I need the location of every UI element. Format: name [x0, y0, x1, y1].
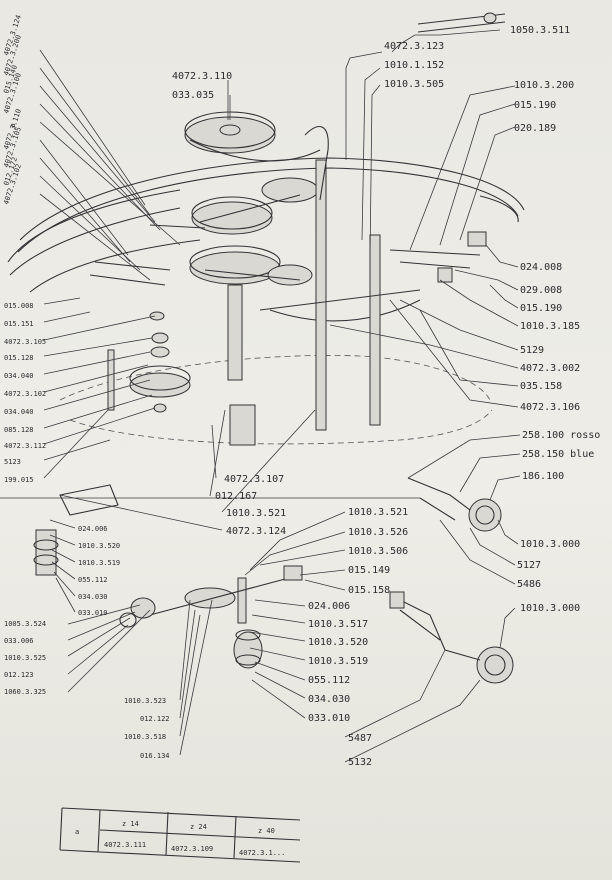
label-4072-3-107: 4072.3.107	[224, 474, 284, 485]
label-024-008: 024.008	[520, 262, 562, 273]
label-1010-3-520-b: 1010.3.520	[308, 637, 368, 648]
label-4072-3-102: 4072.3.102	[4, 390, 46, 398]
center-bottom-labels: 1010.3.523 012.122 1010.3.518 016.134	[124, 697, 170, 760]
label-024-006-b: 024.006	[308, 601, 350, 612]
center-lower-labels: 1010.3.521 1010.3.526 1010.3.506 015.149…	[308, 507, 408, 724]
right-lower-labels: 258.100 rosso 258.150 blue 186.100 1010.…	[517, 430, 600, 590]
label-012-122: 012.122	[140, 715, 170, 723]
label-055-112-a: 055.112	[78, 576, 108, 584]
mechanism-drawing	[0, 12, 525, 684]
label-055-112-b: 055.112	[308, 675, 350, 686]
label-4072-3-112: 4072.3.112	[4, 442, 46, 450]
label-034-030-a: 034.030	[78, 593, 108, 601]
label-015-151: 015.151	[4, 320, 34, 328]
label-015-158: 015.158	[348, 585, 390, 596]
label-034-030-b: 034.030	[308, 694, 350, 705]
label-035-158: 035.158	[520, 381, 562, 392]
label-4072-3-106: 4072.3.106	[520, 402, 580, 413]
label-033-035: 033.035	[172, 90, 214, 101]
label-1010-3-200: 1010.3.200	[514, 80, 574, 91]
label-1010-1-152: 1010.1.152	[384, 60, 444, 71]
label-1010-3-521-b: 1010.3.521	[348, 507, 408, 518]
leader-lines	[39, 29, 521, 763]
label-5132: 5132	[348, 757, 372, 768]
label-1010-3-526: 1010.3.526	[348, 527, 408, 538]
label-5486: 5486	[517, 579, 541, 590]
label-left-rot-5: a	[8, 122, 17, 128]
left-rotated-labels: 4072.3.124 4072.3.200 015.140 4072.3.100…	[2, 14, 23, 206]
label-015-190-a: 015.190	[514, 100, 556, 111]
right-top-labels: 1010.3.200 015.190 020.189	[514, 80, 574, 134]
label-4072-3-002: 4072.3.002	[520, 363, 580, 374]
label-258-150-blue: 258.150 blue	[522, 449, 594, 460]
label-012-123: 012.123	[4, 671, 34, 679]
label-024-006-a: 024.006	[78, 525, 108, 533]
label-1005-3-524: 1005.3.524	[4, 620, 46, 628]
label-034-040-a: 034.040	[4, 372, 34, 380]
label-033-006: 033.006	[4, 637, 34, 645]
label-1010-3-185: 1010.3.185	[520, 321, 580, 332]
top-labels: 1050.3.511 4072.3.123 1010.1.152 1010.3.…	[172, 25, 570, 101]
label-1010-3-517: 1010.3.517	[308, 619, 368, 630]
label-1010-3-521-a: 1010.3.521	[226, 508, 286, 519]
left-small-labels: 015.008 015.151 4072.3.105 015.128 034.0…	[4, 302, 46, 484]
label-1010-3-525: 1010.3.525	[4, 654, 46, 662]
label-1010-3-505: 1010.3.505	[384, 79, 444, 90]
label-020-189: 020.189	[514, 123, 556, 134]
label-029-008: 029.008	[520, 285, 562, 296]
label-033-010-b: 033.010	[308, 713, 350, 724]
table-header-z40: z 40	[258, 827, 275, 835]
label-5123: 5123	[4, 458, 21, 466]
label-033-010-a: 033.010	[78, 609, 108, 617]
label-5129: 5129	[520, 345, 544, 356]
label-012-167: 012.167	[215, 491, 257, 502]
label-015-190-b: 015.190	[520, 303, 562, 314]
label-199-015: 199.015	[4, 476, 34, 484]
label-1060-3-325: 1060.3.325	[4, 688, 46, 696]
label-1010-3-520-a: 1010.3.520	[78, 542, 120, 550]
table-header-z14: z 14	[122, 820, 139, 828]
label-258-100-rosso: 258.100 rosso	[522, 430, 600, 441]
table-header-z24: z 24	[190, 823, 207, 831]
center-labels: 4072.3.107 012.167 1010.3.521 4072.3.124	[215, 474, 286, 537]
label-5127: 5127	[517, 560, 541, 571]
label-4072-3-105: 4072.3.105	[4, 338, 46, 346]
label-1010-3-000-a: 1010.3.000	[520, 539, 580, 550]
label-1010-3-518: 1010.3.518	[124, 733, 166, 741]
label-186-100: 186.100	[522, 471, 564, 482]
label-4072-3-110: 4072.3.110	[172, 71, 232, 82]
label-015-149: 015.149	[348, 565, 390, 576]
left-bottom-labels: 1005.3.524 033.006 1010.3.525 012.123 10…	[4, 620, 46, 696]
label-085-128: 085.128	[4, 426, 34, 434]
label-1010-3-519-b: 1010.3.519	[308, 656, 368, 667]
table-value-z14: 4072.3.111	[104, 841, 146, 849]
right-bottom-labels: 1010.3.000 5487 5132	[348, 603, 580, 768]
right-mid-labels: 024.008 029.008 015.190 1010.3.185 5129 …	[520, 262, 580, 413]
table-value-z40: 4072.3.1...	[239, 849, 285, 857]
label-016-134: 016.134	[140, 752, 170, 760]
label-1010-3-000-b: 1010.3.000	[520, 603, 580, 614]
label-1010-3-519-a: 1010.3.519	[78, 559, 120, 567]
label-015-008: 015.008	[4, 302, 34, 310]
label-1010-3-523: 1010.3.523	[124, 697, 166, 705]
label-4072-3-124: 4072.3.124	[226, 526, 286, 537]
table-corner-a: a	[75, 828, 79, 836]
table-value-z24: 4072.3.109	[171, 845, 213, 853]
label-1010-3-506: 1010.3.506	[348, 546, 408, 557]
label-015-128: 015.128	[4, 354, 34, 362]
label-034-040-b: 034.040	[4, 408, 34, 416]
label-1050-3-511: 1050.3.511	[510, 25, 570, 36]
variant-table: a z 14 z 24 z 40 4072.3.111 4072.3.109 4…	[59, 807, 301, 863]
label-4072-3-123: 4072.3.123	[384, 41, 444, 52]
left-lower-labels: 024.006 1010.3.520 1010.3.519 055.112 03…	[78, 525, 120, 617]
label-5487: 5487	[348, 733, 372, 744]
